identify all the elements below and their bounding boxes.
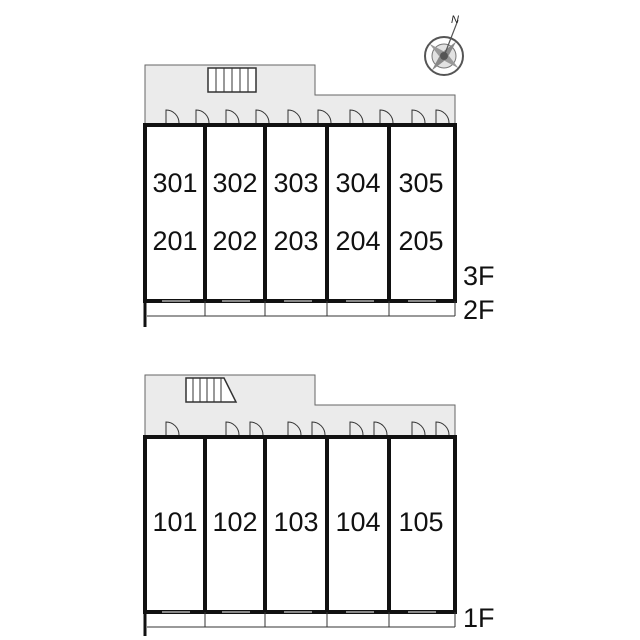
unit-304-label: 304 <box>335 168 380 198</box>
unit-305-label: 305 <box>398 168 443 198</box>
compass-icon: N <box>424 14 464 76</box>
upper-doors <box>165 109 450 124</box>
lower-doors <box>165 421 450 436</box>
upper-corridor <box>144 64 456 126</box>
floor-label-3f: 3F <box>463 261 495 291</box>
lower-balcony <box>143 611 456 636</box>
unit-301-label: 301 <box>152 168 197 198</box>
unit-104-label: 104 <box>335 507 380 537</box>
unit-204-label: 204 <box>335 226 380 256</box>
upper-block: 301 302 303 304 305 201 202 203 204 205 … <box>143 64 495 327</box>
unit-303-label: 303 <box>273 168 318 198</box>
unit-302-label: 302 <box>212 168 257 198</box>
unit-103-label: 103 <box>273 507 318 537</box>
floor-label-2f: 2F <box>463 295 495 325</box>
unit-203-label: 203 <box>273 226 318 256</box>
upper-stairs-icon <box>207 67 257 93</box>
upper-balcony <box>143 300 456 327</box>
unit-105-label: 105 <box>398 507 443 537</box>
compass-north-label: N <box>451 14 459 26</box>
lower-stairs-icon <box>185 377 238 403</box>
unit-101-label: 101 <box>152 507 197 537</box>
floor-label-1f: 1F <box>463 603 495 633</box>
lower-block: 101 102 103 104 105 1F <box>143 374 495 636</box>
unit-205-label: 205 <box>398 226 443 256</box>
unit-202-label: 202 <box>212 226 257 256</box>
unit-201-label: 201 <box>152 226 197 256</box>
unit-102-label: 102 <box>212 507 257 537</box>
